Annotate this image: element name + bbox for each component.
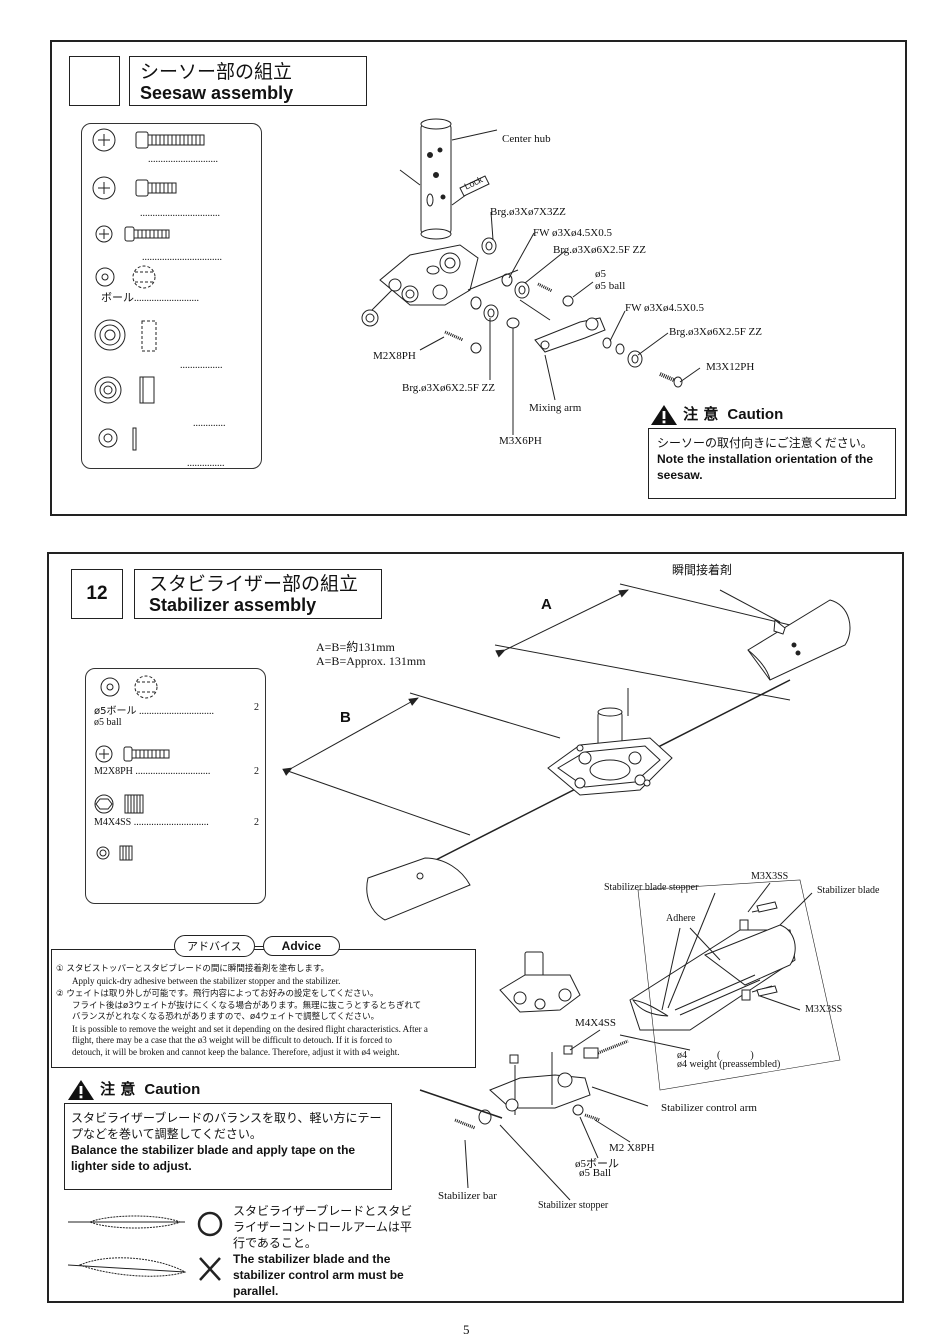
label-fw-1: FW ø3Xø4.5X0.5 <box>533 227 612 239</box>
parts-ball-en: ø5 ball <box>94 717 122 728</box>
parallel-note-jp: スタビライザーブレードとスタビライザーコントロールアームは平行であること。 <box>233 1204 413 1250</box>
advice-header: アドバイス Advice <box>174 935 341 957</box>
parts-dots-7: ............... <box>187 458 225 469</box>
label-brg-3x6-1: Brg.ø3Xø6X2.5F ZZ <box>553 244 646 256</box>
stabilizer-caution-box: スタビライザーブレードのバランスを取り、軽い方にテープなどを巻いて調整してくださ… <box>64 1103 392 1190</box>
label-control-arm: Stabilizer control arm <box>661 1102 757 1114</box>
parts-m4x4-qty: 2 <box>254 817 259 828</box>
parts-ball-jp: ø5ボール <box>94 706 137 717</box>
label-stabilizer-bar: Stabilizer bar <box>438 1190 497 1202</box>
glue-label: 瞬間接着剤 <box>672 563 733 577</box>
parts-ball-row: ø5ボール ..............................2 ø5… <box>94 702 259 728</box>
advice-box <box>51 949 476 1068</box>
label-ball-jp: ø5 <box>595 268 606 280</box>
seesaw-title-en: Seesaw assembly <box>140 83 294 103</box>
advice-item2-en-1: It is possible to remove the weight and … <box>72 1023 428 1034</box>
label-stabilizer-blade: Stabilizer blade <box>817 885 880 896</box>
label-brg-3x6-2: Brg.ø3Xø6X2.5F ZZ <box>669 326 762 338</box>
warning-icon <box>68 1079 94 1100</box>
label-m3x3ss-2: M3X3SS <box>805 1004 843 1015</box>
stabilizer-section <box>47 552 904 1303</box>
parts-ball-label: ボール.......................... <box>101 291 199 304</box>
label-fw-2: FW ø3Xø4.5X0.5 <box>625 302 704 314</box>
dimension-line1: A=B=約131mm <box>316 640 395 654</box>
parts-dots-6: ............. <box>193 418 226 429</box>
seesaw-title-jp: シーソー部の組立 <box>140 61 293 83</box>
label-ball-en-stab: ø5 Ball <box>579 1167 612 1179</box>
parts-dots-3: ................................ <box>142 252 222 263</box>
label-m4x4ss: M4X4SS <box>575 1017 616 1029</box>
label-weight-jp: ø4 ( ) <box>677 1050 754 1061</box>
correct-circle-icon <box>197 1211 223 1237</box>
label-m2x8-stab: M2 X8PH <box>609 1142 655 1154</box>
advice-item2-jp-1: ② ウェイトは取り外しが可能です。飛行内容によってお好みの設定をしてください。 <box>56 989 379 999</box>
step-number-box <box>69 56 120 106</box>
seesaw-caution-text-en: Note the installation orientation of the… <box>657 452 873 482</box>
parts-dots-1: ............................ <box>148 154 218 165</box>
stabilizer-caution-title-en: Caution <box>144 1081 201 1098</box>
advice-label-jp: アドバイス <box>174 935 255 957</box>
stabilizer-title-box: スタビライザー部の組立 Stabilizer assembly <box>134 569 382 619</box>
parts-m4x4-row: M4X4SS ..............................2 <box>94 817 259 828</box>
label-m2x8: M2X8PH <box>373 350 416 362</box>
label-blade-stopper: Stabilizer blade stopper <box>604 882 699 893</box>
parts-m2x8-name: M2X8PH <box>94 766 133 777</box>
dimension-line2: A=B=Approx. 131mm <box>316 654 426 668</box>
parts-dots-5: ................. <box>180 360 223 371</box>
label-weight-en: ø4 weight (preassembled) <box>677 1059 781 1070</box>
seesaw-section <box>50 40 907 516</box>
label-ball-en: ø5 ball <box>595 280 626 292</box>
label-adhere: Adhere <box>666 913 696 924</box>
parallel-note-en: The stabilizer blade and the stabilizer … <box>233 1252 404 1298</box>
label-brg-3x6-3: Brg.ø3Xø6X2.5F ZZ <box>402 382 495 394</box>
label-center-hub: Center hub <box>502 133 551 145</box>
warning-icon <box>651 404 677 425</box>
parts-m2x8-row: M2X8PH ..............................2 <box>94 766 259 777</box>
seesaw-caution-box: シーソーの取付向きにご注意ください。 Note the installation… <box>648 428 896 499</box>
label-m3x6: M3X6PH <box>499 435 542 447</box>
label-ball-jp-stab: ø5ボール <box>575 1158 619 1170</box>
seesaw-caution-header: 注 意 Caution <box>650 403 783 426</box>
page-number: 5 <box>463 1322 470 1337</box>
label-mixing-arm: Mixing arm <box>529 402 582 414</box>
stabilizer-title-en: Stabilizer assembly <box>149 595 317 615</box>
parts-ball-qty: 2 <box>254 702 259 713</box>
advice-item1-en: Apply quick-dry adhesive between the sta… <box>72 975 341 986</box>
seesaw-parts-list <box>81 123 262 469</box>
label-brg-3x7: Brg.ø3Xø7X3ZZ <box>490 206 566 218</box>
step-12-box: 12 <box>71 569 123 619</box>
incorrect-cross-icon <box>199 1257 221 1281</box>
label-m3x12: M3X12PH <box>706 361 755 373</box>
advice-item2-jp-2: フライト後はø3ウェイトが抜けにくくなる場合があります。無理に抜こうとするとちぎ… <box>72 1000 422 1011</box>
stabilizer-caution-text-en: Balance the stabilizer blade and apply t… <box>71 1143 356 1173</box>
parallel-note-text: スタビライザーブレードとスタビライザーコントロールアームは平行であること。 Th… <box>233 1203 423 1299</box>
step-12-number: 12 <box>86 583 108 604</box>
stabilizer-title-jp: スタビライザー部の組立 <box>149 573 359 595</box>
advice-item2-jp-3: バランスがとれなくなる恐れがありますので、ø4ウェイトで調整してください。 <box>72 1012 380 1022</box>
label-stabilizer-stopper: Stabilizer stopper <box>538 1200 609 1211</box>
advice-item1-jp: ① スタビストッパーとスタビブレードの間に瞬間接着剤を塗布します。 <box>56 964 329 974</box>
advice-item2-en-3: detouch, it will be broken and cannot ke… <box>72 1046 400 1057</box>
parts-m4x4-name: M4X4SS <box>94 817 132 828</box>
parts-m2x8-qty: 2 <box>254 766 259 777</box>
stabilizer-caution-title-jp: 注 意 <box>100 1080 136 1098</box>
seesaw-caution-text-jp: シーソーの取付向きにご注意ください。 <box>657 436 873 450</box>
stabilizer-caution-header: 注 意 Caution <box>67 1078 200 1101</box>
stabilizer-caution-text-jp: スタビライザーブレードのバランスを取り、軽い方にテープなどを巻いて調整してくださ… <box>71 1111 382 1141</box>
seesaw-caution-title-en: Caution <box>727 406 784 423</box>
parts-dots-2: ................................ <box>140 208 220 219</box>
stabilizer-parts-list <box>85 668 266 904</box>
advice-item2-en-2: flight, there may be a case that the ø3 … <box>72 1035 392 1045</box>
advice-label-en: Advice <box>262 936 341 956</box>
label-m3x3ss-1: M3X3SS <box>751 871 789 882</box>
advice-content: ① スタビストッパーとスタビブレードの間に瞬間接着剤を塗布します。 Apply … <box>56 964 474 1058</box>
seesaw-title-box: シーソー部の組立 Seesaw assembly <box>129 56 367 106</box>
seesaw-caution-title-jp: 注 意 <box>683 405 719 423</box>
